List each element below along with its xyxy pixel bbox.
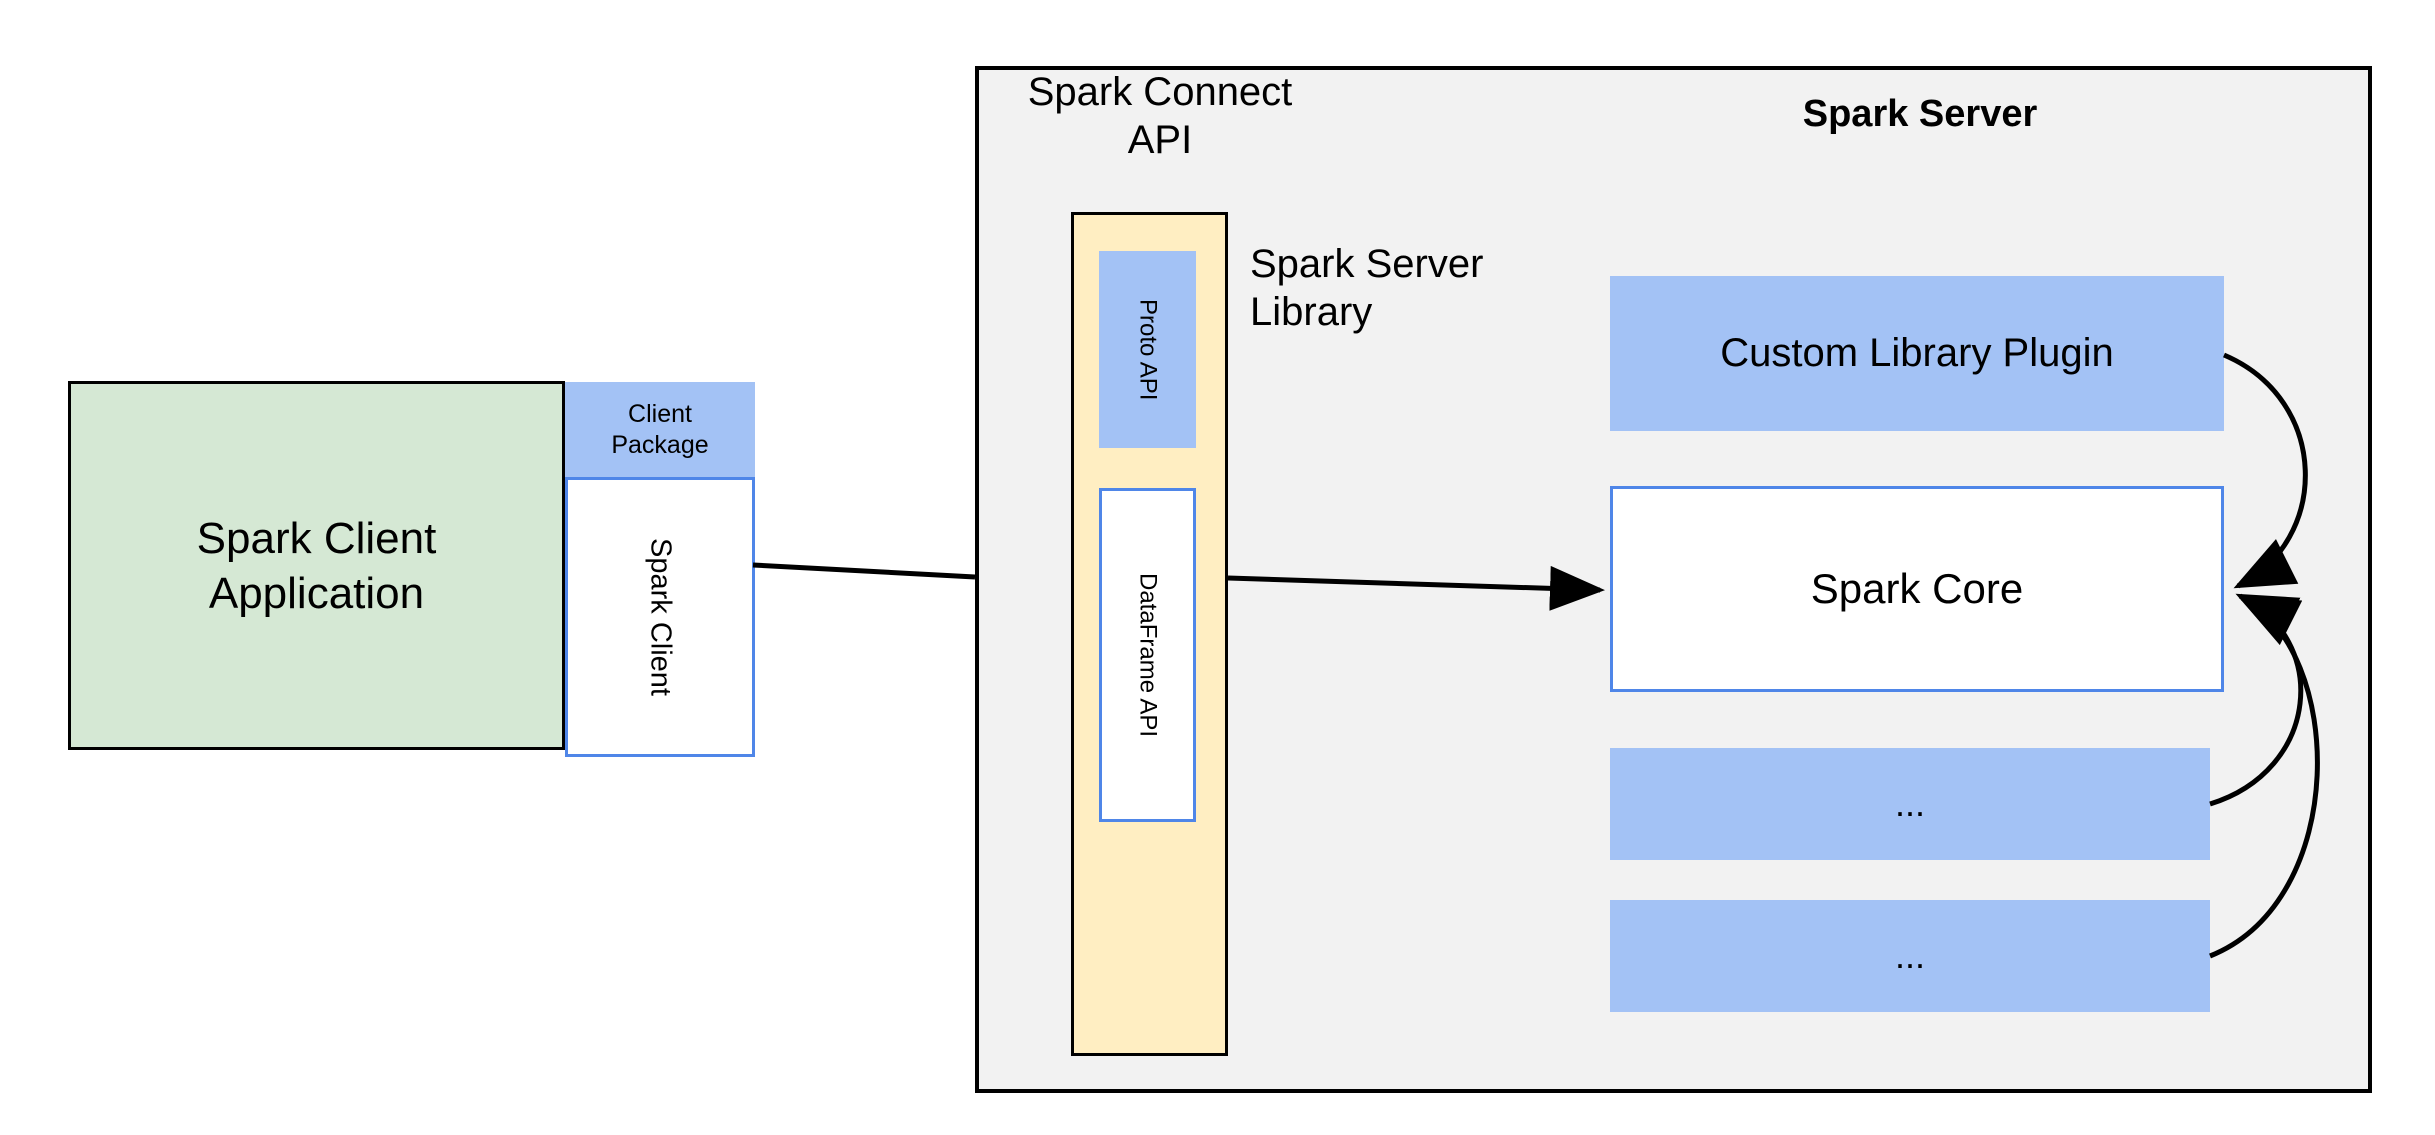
spark-core-box[interactable]: Spark Core	[1610, 486, 2224, 692]
spark-server-title: Spark Server	[1802, 93, 2038, 135]
dataframe-api-label: DataFrame API	[1134, 572, 1162, 738]
spark-server-library-label: Spark Server Library	[1250, 242, 1484, 334]
spark-client-label: Spark Client	[644, 538, 677, 696]
connector-client-to-server	[752, 562, 976, 580]
spark-client-application-label: Spark Client Application	[196, 513, 437, 618]
proto-api-box[interactable]: Proto API	[1099, 251, 1196, 448]
client-package-box[interactable]: Client Package	[565, 382, 755, 478]
spark-client-application-box[interactable]: Spark Client Application	[68, 381, 565, 750]
spark-connect-api-label: Spark Connect API	[1027, 70, 1293, 162]
spark-core-label: Spark Core	[1810, 565, 2024, 612]
custom-library-plugin-label: Custom Library Plugin	[1720, 331, 2114, 375]
additional-component-box-2[interactable]: ...	[1610, 900, 2210, 1012]
custom-library-plugin-box[interactable]: Custom Library Plugin	[1610, 276, 2224, 431]
dataframe-api-box[interactable]: DataFrame API	[1099, 488, 1196, 822]
additional-component-label-2: ...	[1894, 935, 1925, 976]
additional-component-box-1[interactable]: ...	[1610, 748, 2210, 860]
proto-api-label: Proto API	[1134, 298, 1162, 401]
additional-component-label-1: ...	[1894, 783, 1925, 824]
spark-client-box[interactable]: Spark Client	[565, 477, 755, 757]
client-package-label: Client Package	[611, 399, 709, 459]
